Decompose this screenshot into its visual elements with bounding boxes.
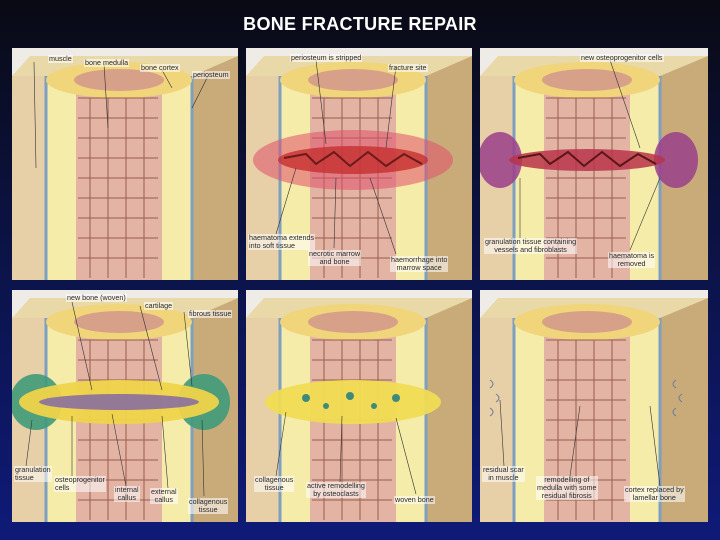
cortex-right [162, 76, 192, 280]
panel-final-remodelled: residual scar in muscle remodelling of m… [480, 290, 708, 522]
label-collagenous-tissue: collagenous tissue [188, 497, 229, 514]
label-external-callus: external callus [150, 487, 178, 504]
label-residual-scar: residual scar in muscle [482, 465, 525, 482]
bone-block-illustration [480, 298, 708, 522]
label-fibrous-tissue: fibrous tissue [188, 309, 233, 318]
bone-block-illustration [12, 56, 238, 280]
trabecular-pattern [78, 97, 158, 278]
medulla-top [74, 69, 164, 91]
bone-block-illustration [480, 56, 708, 280]
label-granulation-tissue: granulation tissue [14, 465, 52, 482]
label-granulation: granulation tissue containing vessels an… [484, 237, 578, 254]
label-new-bone-woven: new bone (woven) [66, 293, 127, 302]
diagram-grid: muscle bone medulla bone cortex perioste… [12, 48, 720, 530]
label-haematoma: haematoma extends into soft tissue [248, 233, 316, 250]
panel-fracture-haematoma: periosteum is stripped fracture site hae… [246, 48, 472, 280]
cortex-left [46, 76, 76, 280]
label-woven-bone: woven bone [394, 495, 435, 504]
remodelling-spots [302, 392, 400, 409]
bone-block-illustration [246, 56, 472, 280]
label-cartilage: cartilage [144, 301, 174, 310]
page-title: BONE FRACTURE REPAIR [243, 14, 477, 34]
label-bone-medulla: bone medulla [84, 58, 130, 67]
label-necrotic: necrotic marrow and bone [308, 249, 362, 266]
panel-callus: new bone (woven) cartilage fibrous tissu… [12, 290, 238, 522]
panel-remodelling: collagenous tissue active remodelling by… [246, 290, 472, 522]
fracture-line [283, 150, 423, 168]
label-periosteum: periosteum [192, 70, 230, 79]
label-bone-cortex: bone cortex [140, 63, 180, 72]
block-side-face [192, 56, 238, 280]
label-osteoprogenitor: osteoprogenitor cells [54, 475, 106, 492]
label-internal-callus: internal callus [114, 485, 140, 502]
label-new-osteoprogenitor: new osteoprogenitor cells [580, 53, 664, 62]
granulation-right [654, 132, 698, 188]
label-haematoma-removed: haematoma is removed [608, 251, 656, 268]
label-muscle: muscle [48, 54, 73, 63]
woven-bone-callus [265, 380, 441, 424]
label-remodelling-medulla: remodelling of medulla with some residua… [536, 475, 598, 500]
granulation-left [480, 132, 522, 188]
residual-scar-marks [489, 379, 683, 417]
label-cortex-replaced: cortex replaced by lamellar bone [624, 485, 685, 502]
bone-block-illustration [246, 298, 472, 522]
panel-intact-bone: muscle bone medulla bone cortex perioste… [12, 48, 238, 280]
panel-granulation: new osteoprogenitor cells granulation ti… [480, 48, 708, 280]
label-periosteum-stripped: periosteum is stripped [290, 53, 363, 62]
leader-lines [33, 61, 209, 169]
label-fracture-site: fracture site [388, 63, 428, 72]
label-collagenous-tissue: collagenous tissue [254, 475, 295, 492]
label-active-remodelling: active remodelling by osteoclasts [306, 481, 366, 498]
label-haemorrhage: haemorrhage into marrow space [390, 255, 449, 272]
